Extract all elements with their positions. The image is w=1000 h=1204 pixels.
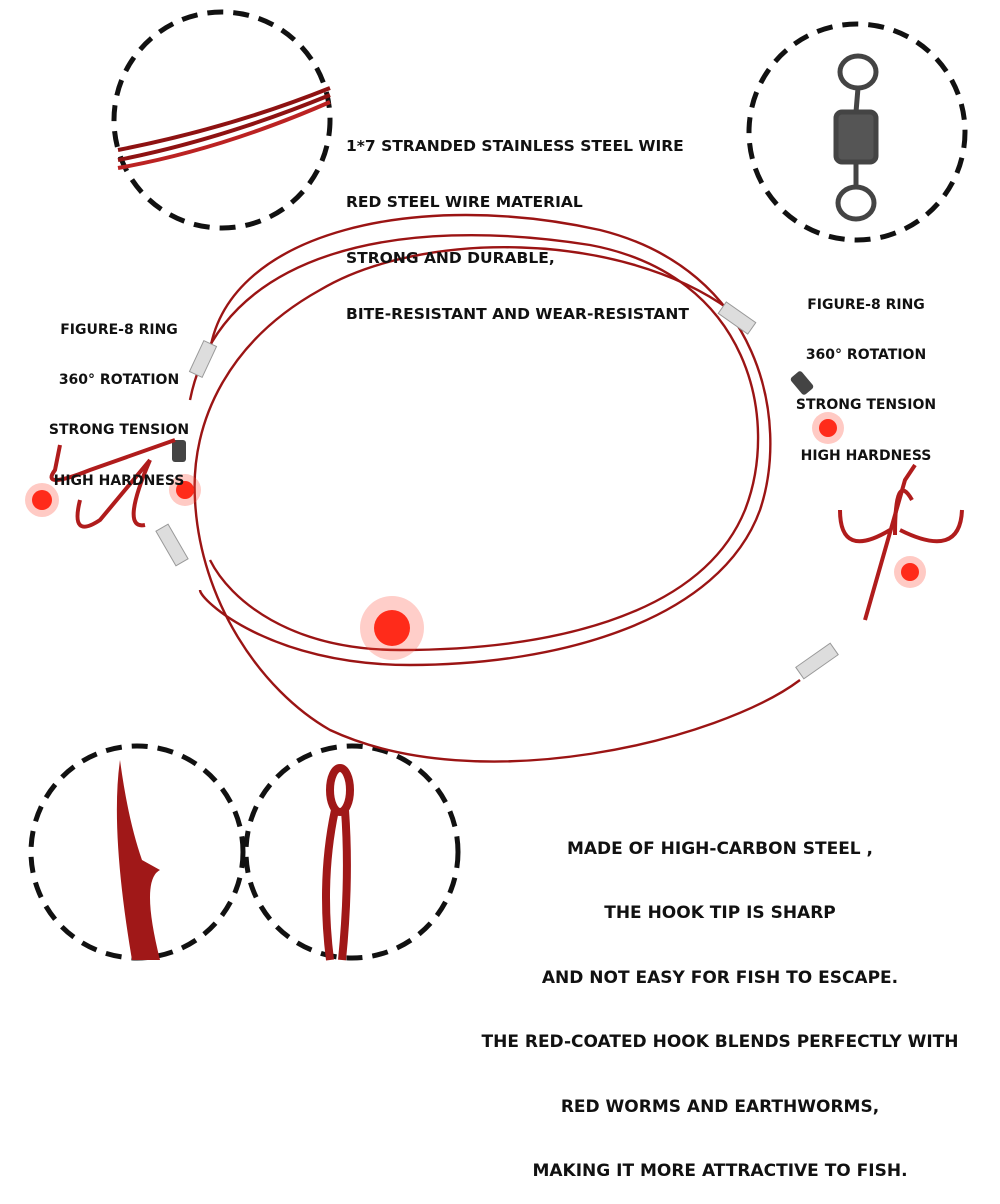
hotspot-left-hook[interactable] <box>32 490 52 510</box>
callout-line: MAKING IT MORE ATTRACTIVE TO FISH. <box>532 1161 908 1182</box>
callout-line: FIGURE-8 RING <box>60 322 178 338</box>
hook-tip-closeup <box>116 760 160 960</box>
callout-line: HIGH HARDNESS <box>53 472 185 489</box>
hotspot-right-swivel[interactable] <box>819 419 837 437</box>
hook-eye-closeup <box>322 764 354 961</box>
swivel-closeup <box>833 53 879 222</box>
callout-line: AND NOT EASY FOR FISH TO ESCAPE. <box>541 967 899 988</box>
treble-hook-right <box>838 463 964 621</box>
hook-callout: MADE OF HIGH-CARBON STEEL , THE HOOK TIP… <box>440 797 1000 1204</box>
product-illustration <box>28 9 968 961</box>
callout-line: THE HOOK TIP IS SHARP <box>604 903 836 924</box>
callout-line: STRONG TENSION <box>795 397 937 414</box>
callout-line: MADE OF HIGH-CARBON STEEL , <box>566 839 874 859</box>
callout-line: STRONG TENSION <box>48 422 190 439</box>
swivel <box>172 440 186 462</box>
swivel <box>790 371 814 395</box>
hotspot-wire[interactable] <box>374 610 410 646</box>
crimp-sleeve <box>717 301 757 335</box>
hotspot-right-hook[interactable] <box>901 563 919 581</box>
hook-eye-detail-circle <box>243 743 461 961</box>
wire-closeup <box>117 86 331 170</box>
callout-line: BITE-RESISTANT AND WEAR-RESISTANT <box>346 305 689 324</box>
right-ring-callout: FIGURE-8 RING 360° ROTATION STRONG TENSI… <box>778 264 954 481</box>
wire-callout: 1*7 STRANDED STAINLESS STEEL WIRE RED ST… <box>346 100 689 343</box>
hotspot-left-swivel[interactable] <box>176 481 194 499</box>
leader-wire <box>188 213 801 763</box>
crimp-sleeve <box>188 339 218 379</box>
callout-line: STRONG AND DURABLE, <box>346 249 555 268</box>
crimp-sleeve <box>155 523 189 567</box>
callout-line: RED STEEL WIRE MATERIAL <box>346 193 583 212</box>
callout-line: 360° ROTATION <box>58 372 180 389</box>
callout-line: THE RED-COATED HOOK BLENDS PERFECTLY WIT… <box>481 1032 959 1053</box>
swivel-detail-circle <box>746 21 968 243</box>
callout-line: 360° ROTATION <box>805 347 927 364</box>
wire-detail-circle <box>111 9 333 231</box>
callout-line: 1*7 STRANDED STAINLESS STEEL WIRE <box>346 137 684 155</box>
treble-hook-left <box>49 438 176 529</box>
callout-line: FIGURE-8 RING <box>807 297 925 313</box>
callout-line: HIGH HARDNESS <box>800 447 932 464</box>
callout-line: RED WORMS AND EARTHWORMS, <box>560 1096 880 1117</box>
crimp-sleeve <box>795 642 839 680</box>
left-ring-callout: FIGURE-8 RING 360° ROTATION STRONG TENSI… <box>30 289 208 506</box>
